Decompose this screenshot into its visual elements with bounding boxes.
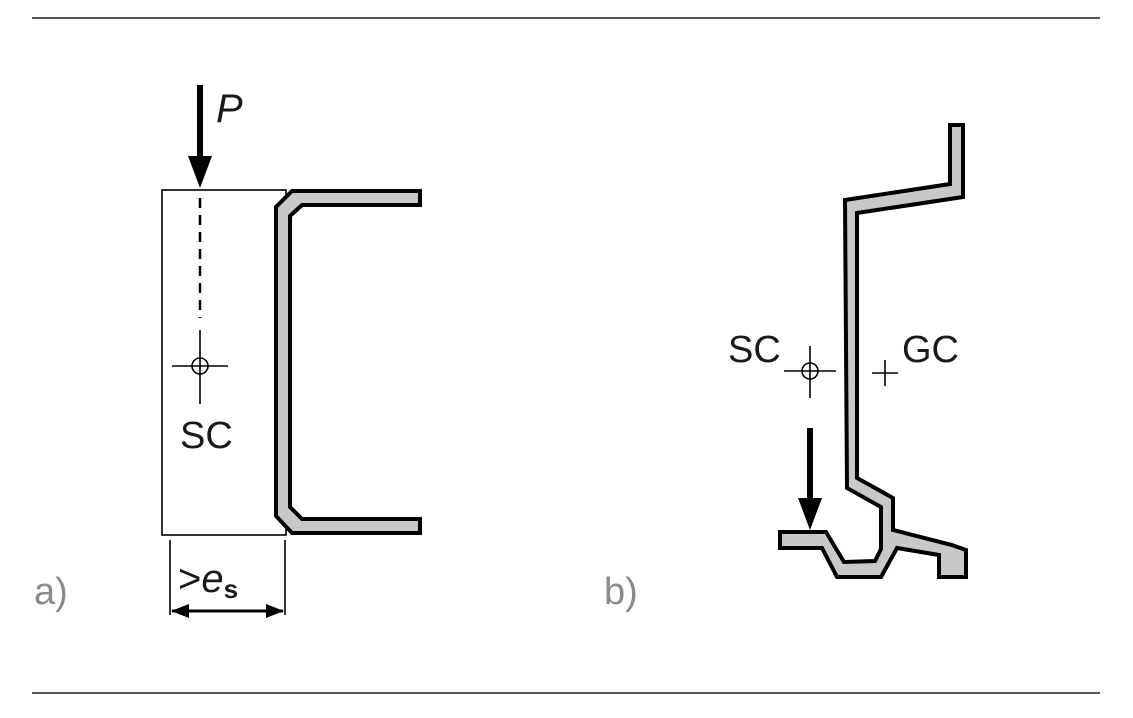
shear-center-symbol [172,330,228,404]
load-arrow-b-head [798,498,822,530]
eccentricity-box [161,189,287,536]
channel-section [274,189,422,535]
gravity-center-symbol [872,360,898,386]
panel-b-label: b) [604,571,638,613]
load-label: P [216,87,243,131]
panel-b: SC GC b) [604,123,968,613]
panel-a: P SC >es a) [34,85,422,618]
panel-a-label: a) [34,571,68,613]
shear-center-label-b: SC [728,329,781,371]
load-arrow-head [188,156,212,188]
eccentricity-subscript: s [224,574,238,604]
gravity-center-label: GC [902,329,959,371]
shear-center-symbol-b [784,346,836,398]
eccentricity-prefix: > [178,557,201,601]
shear-center-label: SC [180,415,233,457]
eccentricity-label: >es [178,557,238,604]
profiled-section [778,123,968,579]
eccentricity-symbol: e [201,557,223,601]
